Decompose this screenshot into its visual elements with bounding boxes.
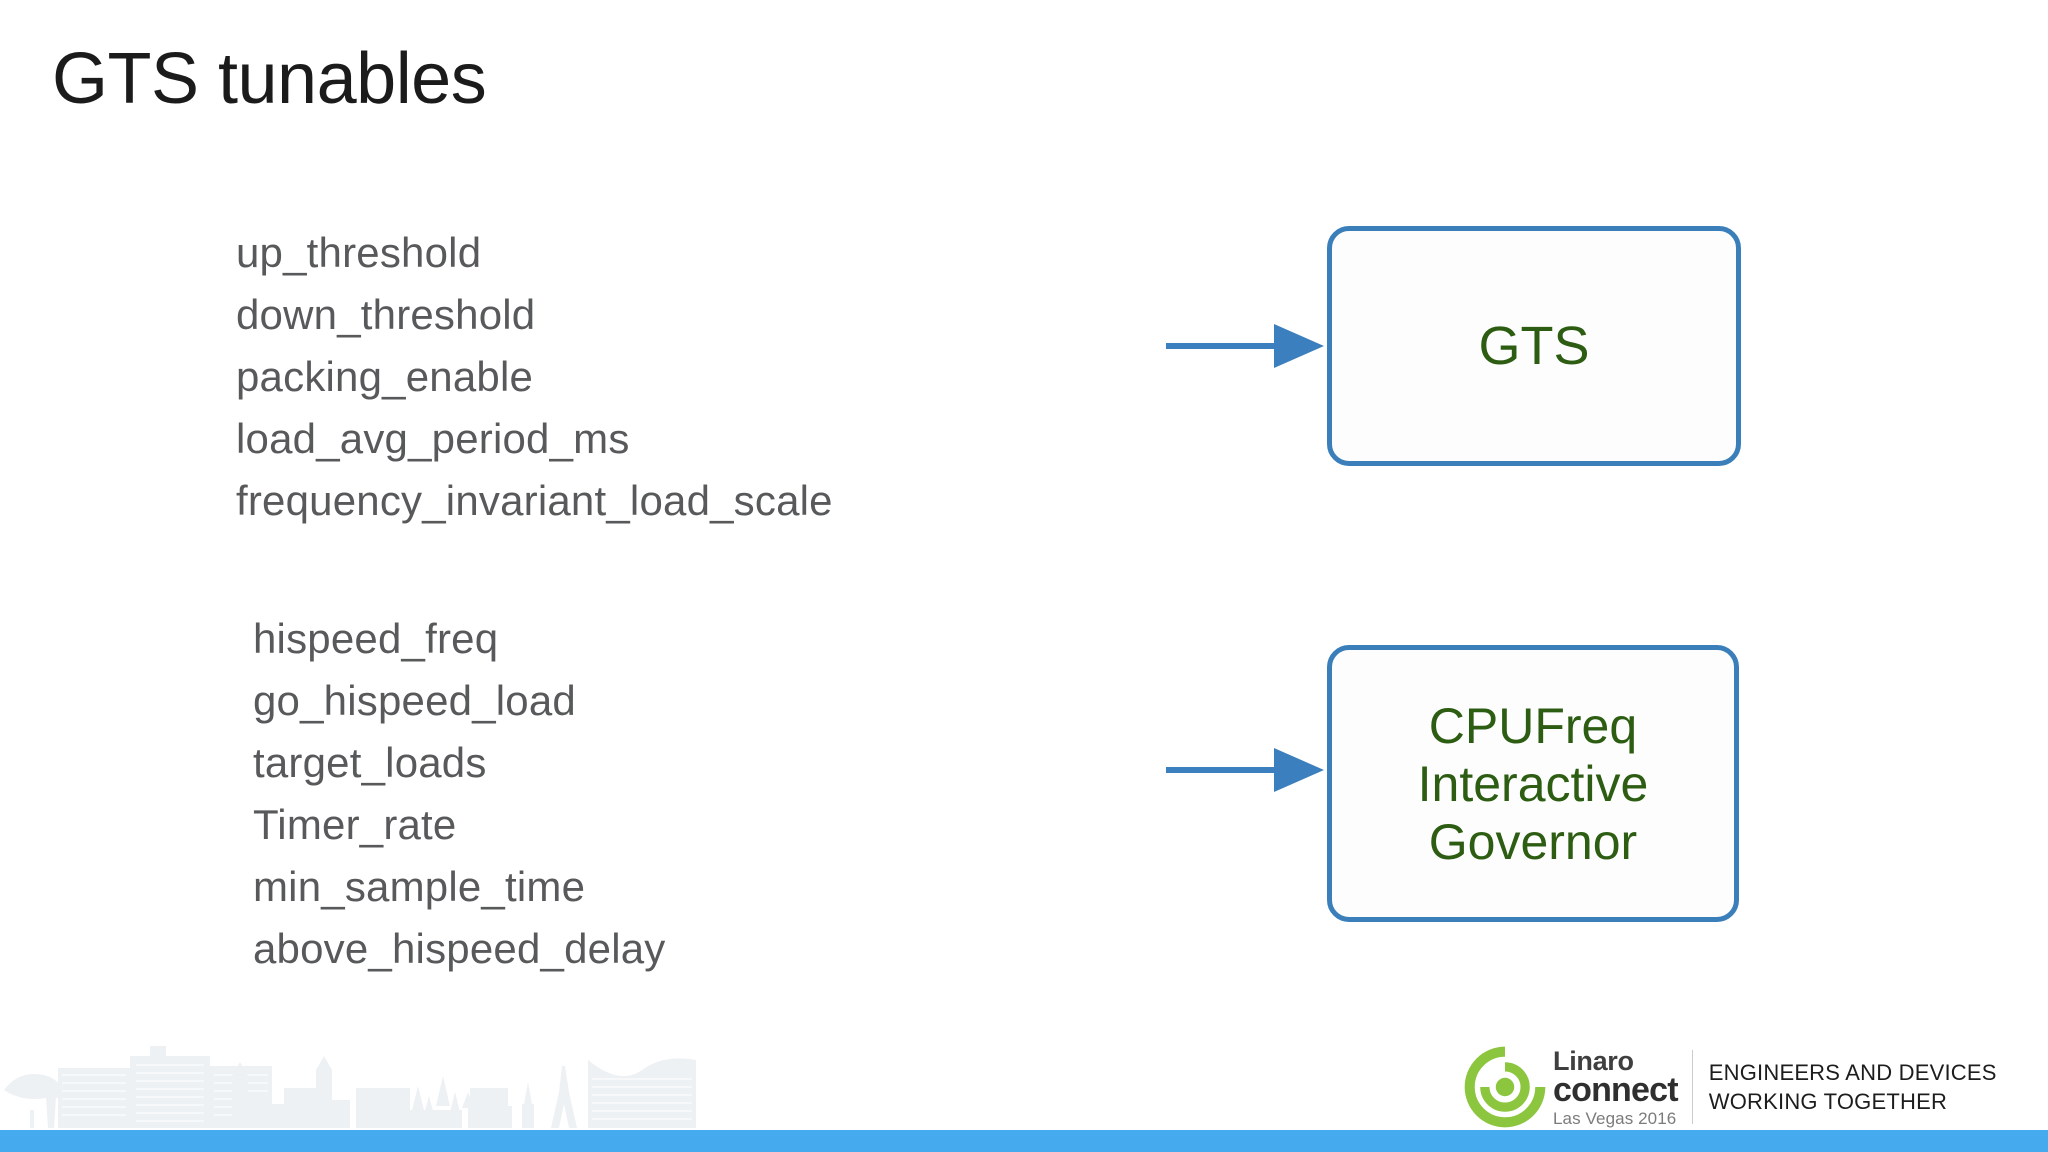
cpufreq-box-label-line1: CPUFreq (1428, 697, 1638, 754)
list-item: packing_enable (236, 353, 534, 400)
list-item: Timer_rate (253, 801, 457, 848)
cpufreq-interactive-governor-box: CPUFreq Interactive Governor (1327, 645, 1739, 922)
gts-box: GTS (1327, 226, 1741, 466)
logo-linaro-text: Linaro (1553, 1045, 1634, 1076)
cpufreq-box-label-line2: Interactive (1417, 755, 1649, 812)
linaro-spiral-logo-icon (1464, 1046, 1546, 1128)
bottom-accent-bar (0, 1130, 2048, 1152)
tagline-line-2: WORKING TOGETHER (1708, 1089, 1948, 1114)
footer-tagline: ENGINEERS AND DEVICES WORKING TOGETHER (1709, 1058, 1997, 1116)
list-item: up_threshold (236, 229, 482, 276)
list-item: min_sample_time (253, 863, 586, 910)
logo-divider (1691, 1050, 1693, 1124)
linaro-wordmark: Linaro connect Las Vegas 2016 (1553, 1045, 1679, 1128)
interactive-governor-tunable-list: hispeed_freq go_hispeed_load target_load… (253, 608, 665, 980)
list-item: target_loads (253, 739, 487, 786)
gts-box-label: GTS (1478, 316, 1590, 376)
list-item: down_threshold (236, 291, 536, 338)
cpufreq-box-label-line3: Governor (1428, 813, 1638, 870)
arrow-to-cpufreq-icon (1166, 748, 1324, 792)
arrow-to-gts-icon (1166, 324, 1324, 368)
gts-tunable-list: up_threshold down_threshold packing_enab… (236, 222, 833, 532)
tagline-line-1: ENGINEERS AND DEVICES (1708, 1059, 1997, 1085)
list-item: load_avg_period_ms (236, 415, 630, 462)
list-item: go_hispeed_load (253, 677, 576, 724)
skyline-watermark-icon (4, 1046, 696, 1128)
list-item: above_hispeed_delay (253, 925, 666, 972)
list-item: frequency_invariant_load_scale (236, 477, 833, 524)
page-title: GTS tunables (52, 39, 487, 119)
linaro-connect-logo: Linaro connect Las Vegas 2016 ENGINEERS … (1463, 1044, 1997, 1130)
logo-city-text: Las Vegas 2016 (1553, 1108, 1677, 1128)
list-item: hispeed_freq (253, 615, 499, 662)
logo-connect-text: connect (1553, 1070, 1679, 1109)
